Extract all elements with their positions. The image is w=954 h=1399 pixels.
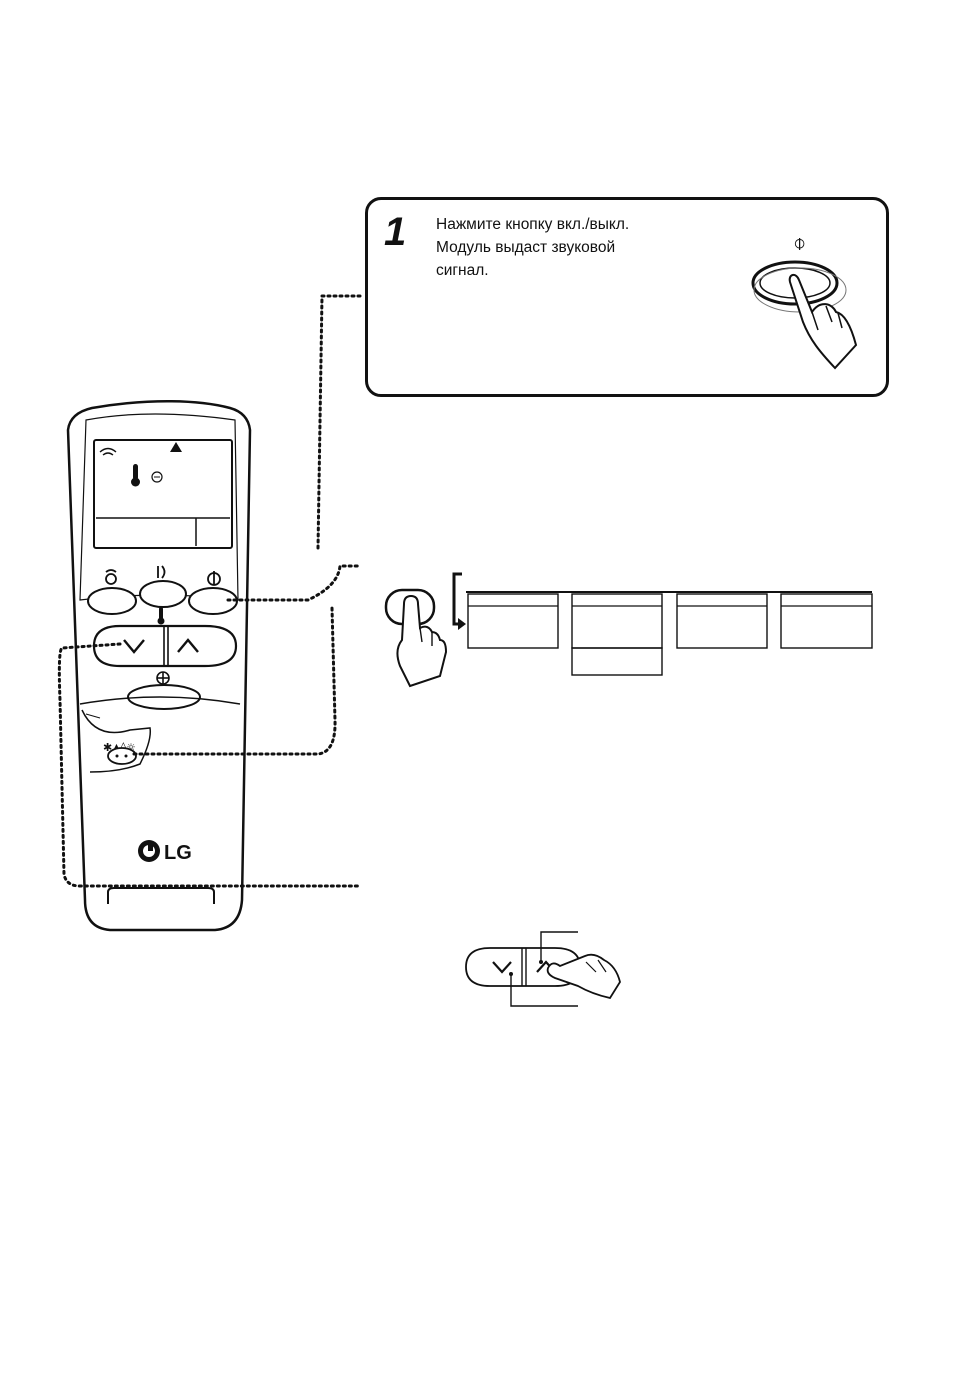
swing-button[interactable] — [88, 588, 136, 614]
power-button-press-illustration — [753, 262, 856, 368]
mode-cycle-diagram — [454, 574, 872, 675]
lg-logo-icon — [138, 840, 160, 862]
temperature-rocker[interactable] — [94, 626, 236, 666]
mode-press-illustration — [386, 590, 446, 686]
brand-logo: LG — [164, 842, 192, 864]
temperature-press-illustration — [466, 932, 620, 1006]
remote-control: ✱▲◊☼ LG — [68, 401, 250, 930]
mode-button[interactable] — [108, 748, 136, 764]
jet-button[interactable] — [140, 581, 186, 607]
fan-icon — [157, 672, 169, 684]
